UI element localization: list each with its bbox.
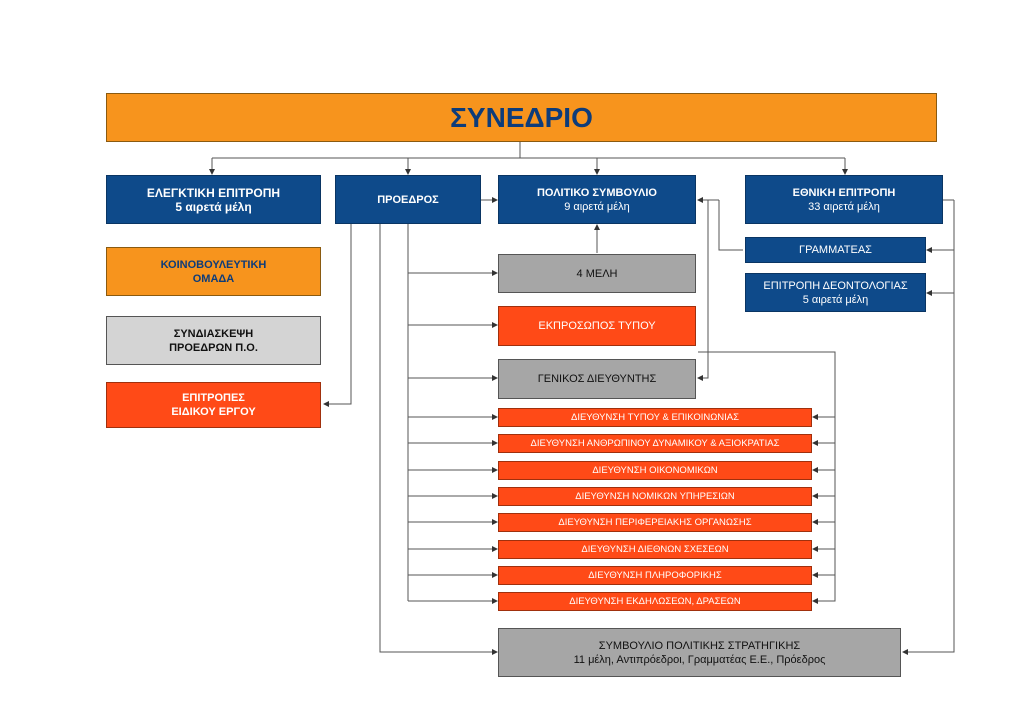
- strategy-council-members: 11 μέλη, Αντιπρόεδροι, Γραμματέας Ε.Ε., …: [573, 653, 826, 666]
- directorate-item[interactable]: ΔΙΕΥΘΥΝΣΗ ΑΝΘΡΩΠΙΝΟΥ ΔΥΝΑΜΙΚΟΥ & ΑΞΙΟΚΡΑ…: [498, 434, 812, 453]
- parliamentary-group-line2: ΟΜΑΔΑ: [192, 272, 235, 285]
- directorate-item[interactable]: ΔΙΕΥΘΥΝΣΗ ΠΕΡΙΦΕΡΕΙΑΚΗΣ ΟΡΓΑΝΩΣΗΣ: [498, 513, 812, 532]
- strategy-council-box[interactable]: ΣΥΜΒΟΥΛΙΟ ΠΟΛΙΤΙΚΗΣ ΣΤΡΑΤΗΓΙΚΗΣ 11 μέλη,…: [498, 628, 901, 677]
- directorate-label: ΔΙΕΥΘΥΝΣΗ ΠΕΡΙΦΕΡΕΙΑΚΗΣ ΟΡΓΑΝΩΣΗΣ: [558, 516, 752, 528]
- directorate-label: ΔΙΕΥΘΥΝΣΗ ΔΙΕΘΝΩΝ ΣΧΕΣΕΩΝ: [581, 543, 729, 555]
- ethics-committee-box[interactable]: ΕΠΙΤΡΟΠΗ ΔΕΟΝΤΟΛΟΓΙΑΣ 5 αιρετά μέλη: [745, 273, 926, 312]
- directorate-item[interactable]: ΔΙΕΥΘΥΝΣΗ ΟΙΚΟΝΟΜΙΚΩΝ: [498, 461, 812, 480]
- national-committee-title: ΕΘΝΙΚΗ ΕΠΙΤΡΟΠΗ: [792, 186, 896, 199]
- directorate-item[interactable]: ΔΙΕΥΘΥΝΣΗ ΝΟΜΙΚΩΝ ΥΠΗΡΕΣΙΩΝ: [498, 487, 812, 506]
- parliamentary-group-box[interactable]: ΚΟΙΝΟΒΟΥΛΕΥΤΙΚΗ ΟΜΑΔΑ: [106, 247, 321, 296]
- spokesperson-label: ΕΚΠΡΟΣΩΠΟΣ ΤΥΠΟΥ: [538, 320, 656, 332]
- directorate-item[interactable]: ΔΙΕΥΘΥΝΣΗ ΠΛΗΡΟΦΟΡΙΚΗΣ: [498, 566, 812, 585]
- ethics-committee-title: ΕΠΙΤΡΟΠΗ ΔΕΟΝΤΟΛΟΓΙΑΣ: [763, 279, 908, 292]
- political-council-members: 9 αιρετά μέλη: [564, 200, 630, 213]
- political-council-title: ΠΟΛΙΤΙΚΟ ΣΥΜΒΟΥΛΙΟ: [536, 186, 657, 199]
- ethics-committee-members: 5 αιρετά μέλη: [802, 293, 869, 306]
- secretary-label: ΓΡΑΜΜΑΤΕΑΣ: [799, 244, 872, 256]
- congress-label: ΣΥΝΕΔΡΙΟ: [450, 101, 593, 133]
- presidents-conference-line1: ΣΥΝΔΙΑΣΚΕΨΗ: [173, 327, 254, 340]
- congress-box[interactable]: ΣΥΝΕΔΡΙΟ: [106, 93, 937, 142]
- directorate-label: ΔΙΕΥΘΥΝΣΗ ΟΙΚΟΝΟΜΙΚΩΝ: [592, 464, 718, 476]
- strategy-council-title: ΣΥΜΒΟΥΛΙΟ ΠΟΛΙΤΙΚΗΣ ΣΤΡΑΤΗΓΙΚΗΣ: [598, 639, 801, 652]
- directorate-item[interactable]: ΔΙΕΥΘΥΝΣΗ ΤΥΠΟΥ & ΕΠΙΚΟΙΝΩΝΙΑΣ: [498, 408, 812, 427]
- political-council-box[interactable]: ΠΟΛΙΤΙΚΟ ΣΥΜΒΟΥΛΙΟ 9 αιρετά μέλη: [498, 175, 696, 224]
- director-general-label: ΓΕΝΙΚΟΣ ΔΙΕΥΘΥΝΤΗΣ: [537, 373, 657, 385]
- audit-committee-box[interactable]: ΕΛΕΓΚΤΙΚΗ ΕΠΙΤΡΟΠΗ 5 αιρετά μέλη: [106, 175, 321, 224]
- directorate-label: ΔΙΕΥΘΥΝΣΗ ΑΝΘΡΩΠΙΝΟΥ ΔΥΝΑΜΙΚΟΥ & ΑΞΙΟΚΡΑ…: [530, 437, 780, 449]
- directorate-label: ΔΙΕΥΘΥΝΣΗ ΕΚΔΗΛΩΣΕΩΝ, ΔΡΑΣΕΩΝ: [569, 595, 741, 607]
- spokesperson-box[interactable]: ΕΚΠΡΟΣΩΠΟΣ ΤΥΠΟΥ: [498, 306, 696, 346]
- director-general-box[interactable]: ΓΕΝΙΚΟΣ ΔΙΕΥΘΥΝΤΗΣ: [498, 359, 696, 399]
- secretary-box[interactable]: ΓΡΑΜΜΑΤΕΑΣ: [745, 237, 926, 263]
- directorate-item[interactable]: ΔΙΕΥΘΥΝΣΗ ΕΚΔΗΛΩΣΕΩΝ, ΔΡΑΣΕΩΝ: [498, 592, 812, 611]
- four-members-box[interactable]: 4 ΜΕΛΗ: [498, 254, 696, 293]
- special-committees-line1: ΕΠΙΤΡΟΠΕΣ: [182, 392, 245, 404]
- directorate-label: ΔΙΕΥΘΥΝΣΗ ΤΥΠΟΥ & ΕΠΙΚΟΙΝΩΝΙΑΣ: [570, 411, 740, 423]
- directorate-item[interactable]: ΔΙΕΥΘΥΝΣΗ ΔΙΕΘΝΩΝ ΣΧΕΣΕΩΝ: [498, 540, 812, 559]
- directorate-label: ΔΙΕΥΘΥΝΣΗ ΠΛΗΡΟΦΟΡΙΚΗΣ: [588, 569, 722, 581]
- four-members-label: 4 ΜΕΛΗ: [576, 267, 618, 280]
- presidents-conference-box[interactable]: ΣΥΝΔΙΑΣΚΕΨΗ ΠΡΟΕΔΡΩΝ Π.Ο.: [106, 316, 321, 365]
- audit-committee-members: 5 αιρετά μέλη: [175, 199, 252, 214]
- president-box[interactable]: ΠΡΟΕΔΡΟΣ: [335, 175, 481, 224]
- president-label: ΠΡΟΕΔΡΟΣ: [377, 193, 439, 206]
- national-committee-box[interactable]: ΕΘΝΙΚΗ ΕΠΙΤΡΟΠΗ 33 αιρετά μέλη: [745, 175, 943, 224]
- audit-committee-title: ΕΛΕΓΚΤΙΚΗ ΕΠΙΤΡΟΠΗ: [146, 185, 281, 200]
- national-committee-members: 33 αιρετά μέλη: [808, 200, 880, 213]
- directorate-label: ΔΙΕΥΘΥΝΣΗ ΝΟΜΙΚΩΝ ΥΠΗΡΕΣΙΩΝ: [575, 490, 735, 502]
- special-committees-box[interactable]: ΕΠΙΤΡΟΠΕΣ ΕΙΔΙΚΟΥ ΕΡΓΟΥ: [106, 382, 321, 428]
- parliamentary-group-line1: ΚΟΙΝΟΒΟΥΛΕΥΤΙΚΗ: [160, 258, 267, 271]
- presidents-conference-line2: ΠΡΟΕΔΡΩΝ Π.Ο.: [169, 341, 258, 354]
- special-committees-line2: ΕΙΔΙΚΟΥ ΕΡΓΟΥ: [171, 406, 256, 418]
